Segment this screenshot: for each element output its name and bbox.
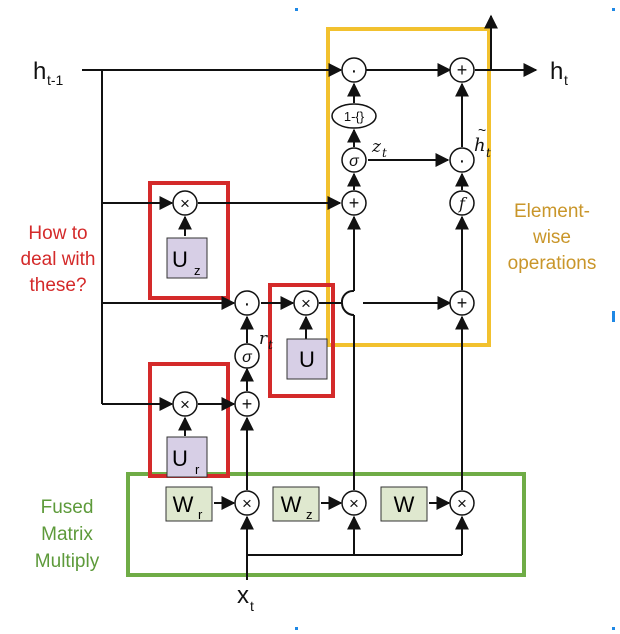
op-mul-wr-glyph: × [242,494,252,513]
matrix-uz-sub: z [194,263,201,278]
op-sigma-z-glyph: σ [349,153,360,170]
matrix-u-label: U [299,347,315,372]
matrix-wz-sub: z [306,507,313,522]
op-sigma-r [234,343,260,369]
wire-hop [340,289,355,316]
op-plus-top-glyph: + [457,60,468,80]
x-sub: t [250,598,254,614]
matrix-wr-label: W [173,492,194,517]
op-sigma-z [341,147,367,173]
op-dot-z [449,147,475,173]
op-mul-wz [341,490,367,516]
red-note-line2: deal with [21,249,96,270]
wires [82,14,538,580]
red-note-line1: How to [28,223,87,244]
op-mul-uz-glyph: × [180,194,190,213]
h-tilde-sub: t [486,146,491,160]
x-label: x [237,582,249,609]
h-out-sub: t [564,72,568,88]
op-dot-r [234,290,260,316]
op-dot-z-glyph: · [459,150,466,172]
op-mul-wr [234,490,260,516]
h-prev-label: h [33,58,46,85]
h-tilde-label: h [474,135,486,156]
op-f-glyph: f [458,194,468,213]
slide-markers [295,8,615,630]
matrix-wz-label: W [281,492,302,517]
red-note-line3: these? [29,275,86,296]
orange-note-line1: Element- [514,201,590,222]
op-mul-uz [172,190,198,216]
red-box-uz [148,181,230,300]
op-one-minus-glyph: 1-{} [344,109,365,124]
op-plus-z-glyph: + [349,193,360,213]
r-t-label: r [259,329,268,349]
red-box-u [268,283,335,398]
green-note-line1: Fused [41,497,94,518]
green-note-line3: Multiply [35,551,100,572]
op-mul-w-glyph: × [457,494,467,513]
op-mul-ur [172,391,198,417]
tilde-mark: ~ [478,122,486,138]
matrix-ur-label: U [172,446,188,471]
z-t-sub: t [382,146,387,160]
matrix-w: W [380,486,428,522]
op-dot-top [341,57,367,83]
z-t-label: z [371,137,382,157]
fused-matmul-box [126,472,526,577]
op-mul-w [449,490,475,516]
op-mul-wz-glyph: × [349,494,359,513]
op-plus-r-glyph: + [242,394,253,414]
h-out-label: h [550,58,563,85]
matrix-wz: W z [272,486,320,522]
matrix-ur-sub: r [195,462,200,477]
matrix-u: U [286,338,328,380]
op-plus-top [449,57,475,83]
h-prev-sub: t-1 [47,72,64,88]
matrix-wr: W r [165,486,213,522]
op-plus-h [449,290,475,316]
op-mul-u-glyph: × [301,294,311,313]
op-f [449,190,475,216]
op-mul-u [293,290,319,316]
matrix-uz: U z [166,237,208,279]
green-note-line2: Matrix [41,524,93,545]
matrix-ur: U r [166,436,208,478]
op-dot-r-glyph: · [244,293,251,315]
op-plus-z [341,190,367,216]
orange-note-line2: wise [532,227,571,248]
op-sigma-r-glyph: σ [242,349,253,366]
matrix-w-label: W [394,492,415,517]
r-t-sub: t [268,338,273,352]
orange-note-line3: operations [508,253,597,274]
op-dot-top-glyph: · [351,60,358,82]
op-plus-h-glyph: + [457,293,468,313]
elementwise-box [326,27,491,347]
op-one-minus [331,103,377,129]
op-plus-r [234,391,260,417]
matrix-uz-label: U [172,247,188,272]
op-mul-ur-glyph: × [180,395,190,414]
matrix-wr-sub: r [198,507,203,522]
